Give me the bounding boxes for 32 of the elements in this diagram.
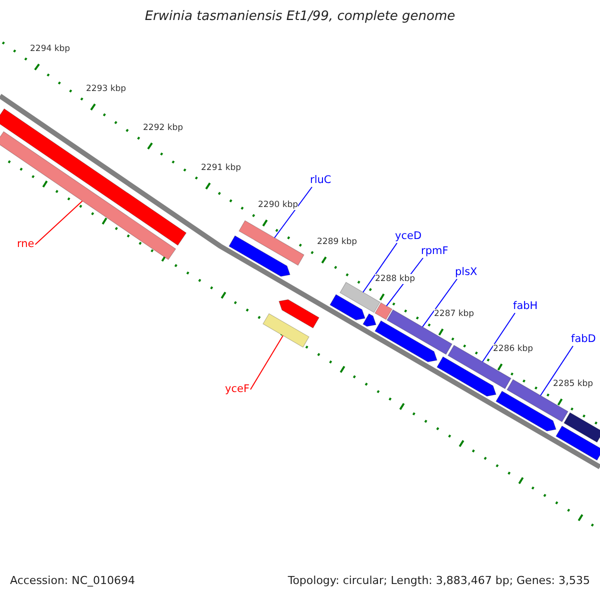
leader-line xyxy=(34,200,83,245)
position-label: 2294 kbp xyxy=(30,44,70,54)
leader-line xyxy=(250,335,284,390)
gene-bar xyxy=(262,313,310,348)
leader-line xyxy=(540,346,574,396)
title: Erwinia tasmaniensis Et1/99, complete genome xyxy=(144,9,456,24)
position-label: 2293 kbp xyxy=(86,84,126,94)
position-label: 2290 kbp xyxy=(258,200,298,210)
gene-label: plsX xyxy=(455,266,478,279)
gene-label: rne xyxy=(17,238,34,251)
gene-bar xyxy=(0,131,176,260)
position-label: 2288 kbp xyxy=(375,274,416,284)
position-label: 2285 kbp xyxy=(553,379,594,389)
leader-line xyxy=(274,186,312,238)
leader-line xyxy=(422,278,458,328)
gene-label: rluC xyxy=(310,174,332,187)
leader-line xyxy=(482,312,516,362)
gene-label: rpmF xyxy=(421,245,448,258)
position-label: 2287 kbp xyxy=(434,309,474,319)
position-label: 2291 kbp xyxy=(201,163,242,173)
gene-bar xyxy=(238,220,304,266)
accession-text: Accession: NC_010694 xyxy=(10,574,136,588)
genome-info-text: Topology: circular; Length: 3,883,467 bp; Genes: 3,535 xyxy=(288,574,590,588)
gene-label: yceD xyxy=(395,230,422,243)
gene-label: fabH xyxy=(513,300,538,313)
gene-label: fabD xyxy=(571,333,596,346)
leader-line xyxy=(362,242,398,293)
gene-label: yceF xyxy=(225,383,250,396)
gene-bar xyxy=(340,282,380,313)
position-label: 2289 kbp xyxy=(317,237,358,247)
position-label: 2286 kbp xyxy=(493,344,534,354)
position-label: 2292 kbp xyxy=(143,123,184,133)
